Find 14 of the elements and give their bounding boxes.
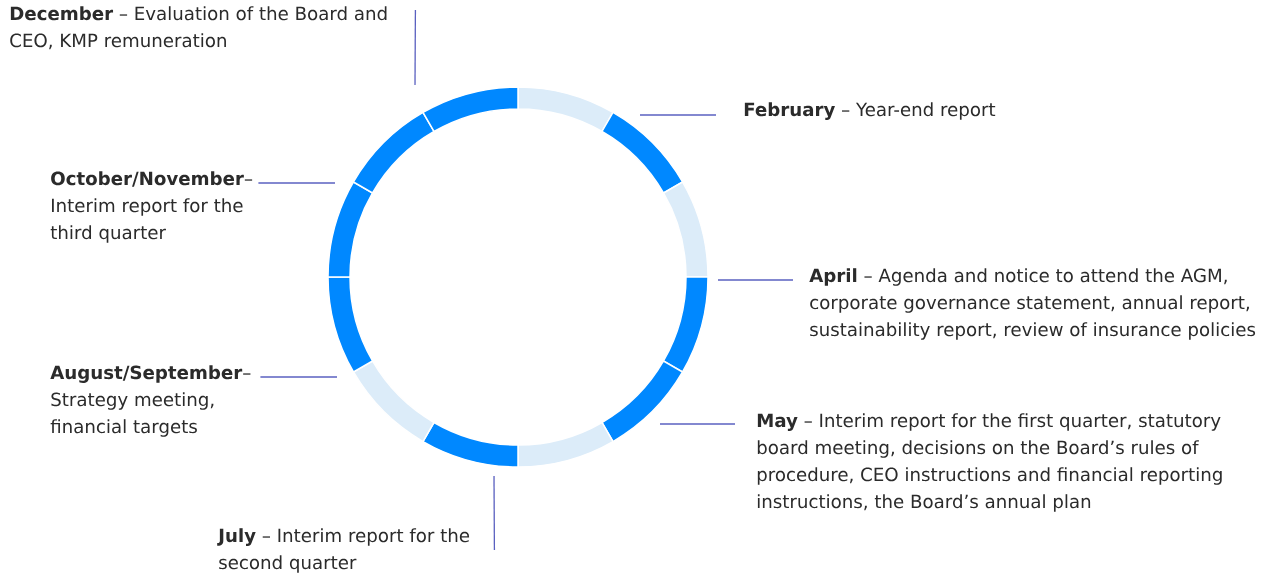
note-text: December – Evaluation of the Board and CEO, KMP remuneration: [10, 6, 387, 50]
note-text: July – Interim report for the second quarter: [217, 528, 470, 573]
note-text: May – Interim report for the first quarter, statutory board meeting, decisions on the Board’s rules of procedure, CEO instructions and financial reporting instructions, the Board’s annual plan: [757, 413, 1222, 512]
leader-line: [259, 376, 338, 378]
note-text: October/November– Interim report for the third quarter: [50, 171, 253, 243]
note-text: August/September– Strategy meeting, financial targets: [50, 365, 251, 437]
leader-line: [257, 182, 336, 184]
note-text: April – Agenda and notice to attend the AGM, corporate governance statement, annual report, sustainability report, review of insurance policies: [809, 268, 1256, 340]
leader-line: [659, 423, 736, 425]
leader-line: [717, 279, 794, 281]
leader-line: [639, 114, 717, 116]
leader-line: [493, 475, 496, 551]
leader-line: [414, 9, 417, 86]
note-text: February – Year-end report: [744, 102, 996, 120]
